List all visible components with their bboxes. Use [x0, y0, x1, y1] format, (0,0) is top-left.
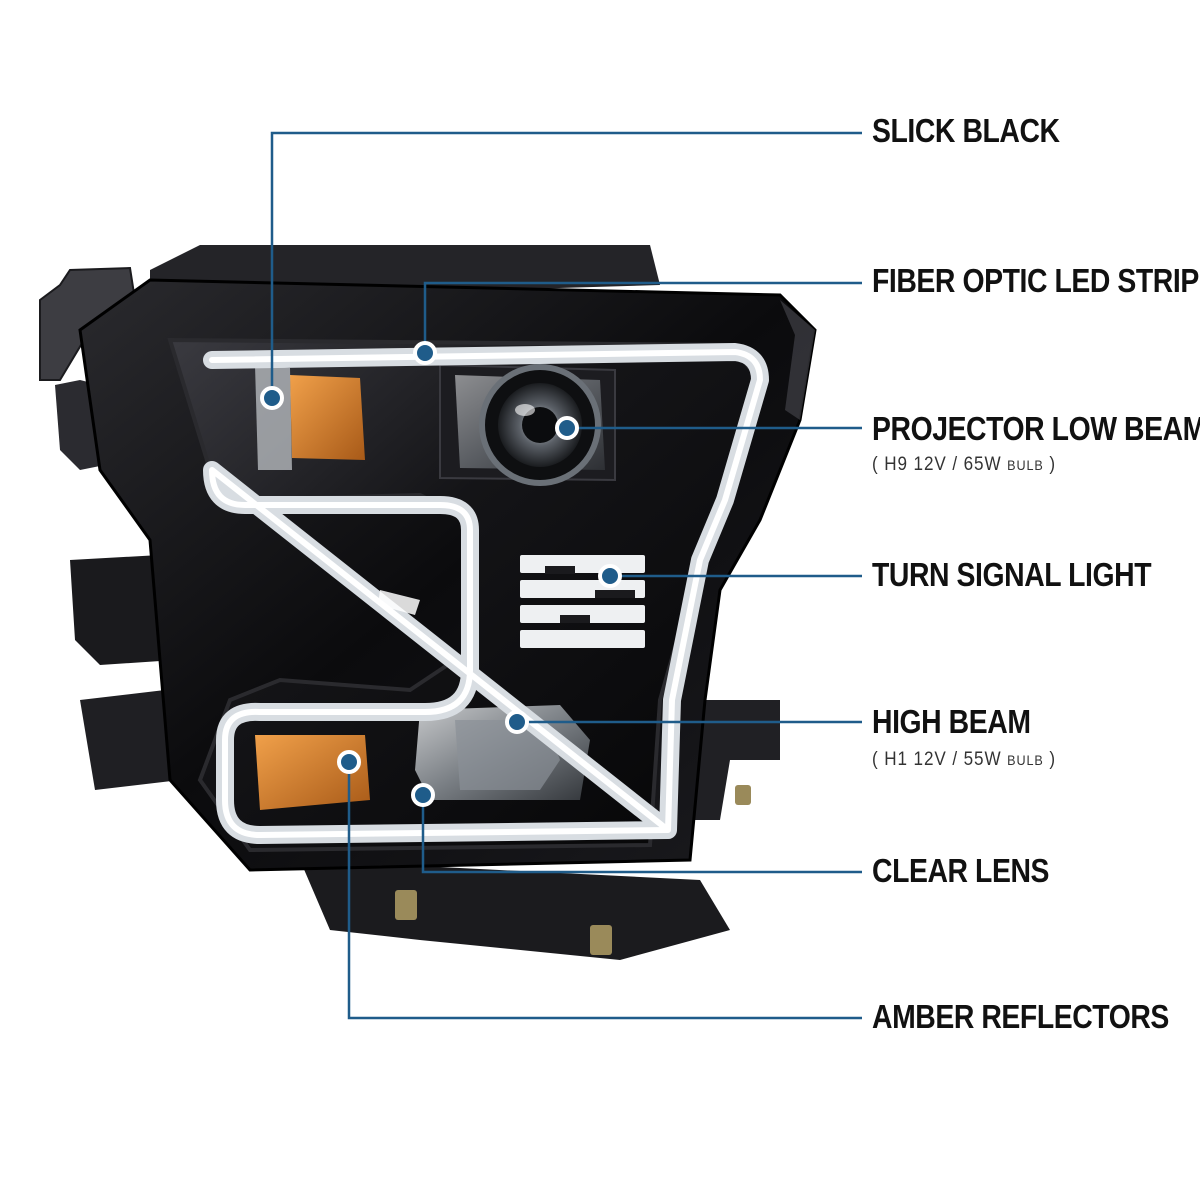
projector-bulb-word: BULB: [1007, 457, 1044, 473]
label-fiber-optic-led-strip: FIBER OPTIC LED STRIP: [872, 262, 1199, 299]
dot-slick-black: [260, 386, 284, 410]
label-projector-low-beam: PROJECTOR LOW BEAM: [872, 410, 1200, 447]
sublabel-projector-bulb: ( H9 12V / 65W BULB ): [872, 454, 1056, 476]
leader-line-clear-lens: [421, 795, 862, 874]
callout-dots: [260, 341, 622, 807]
projector-bulb-close: ): [1043, 454, 1056, 475]
high-beam-bulb-spec: ( H1 12V / 55W: [872, 749, 1008, 770]
sublabel-high-beam-bulb: ( H1 12V / 55W BULB ): [872, 749, 1056, 771]
dot-amber: [337, 750, 361, 774]
label-high-beam: HIGH BEAM: [872, 703, 1031, 740]
label-amber-reflectors: AMBER REFLECTORS: [872, 998, 1169, 1035]
dot-turn-signal: [598, 564, 622, 588]
headlight-housing: [39, 245, 817, 960]
label-clear-lens: CLEAR LENS: [872, 852, 1050, 889]
dot-fiber-optic: [413, 341, 437, 365]
leader-line-amber: [347, 762, 862, 1020]
projector-bulb-spec: ( H9 12V / 65W: [872, 454, 1008, 475]
label-turn-signal-light: TURN SIGNAL LIGHT: [872, 556, 1152, 593]
dot-clear-lens: [411, 783, 435, 807]
leader-line-fiber-optic: [423, 281, 862, 353]
high-beam-bulb-word: BULB: [1007, 752, 1044, 768]
dot-projector: [555, 416, 579, 440]
high-beam-bulb-close: ): [1043, 749, 1056, 770]
label-slick-black: SLICK BLACK: [872, 112, 1060, 149]
dot-high-beam: [505, 710, 529, 734]
leader-line-slick-black: [270, 131, 862, 398]
leader-lines: [270, 131, 862, 1020]
